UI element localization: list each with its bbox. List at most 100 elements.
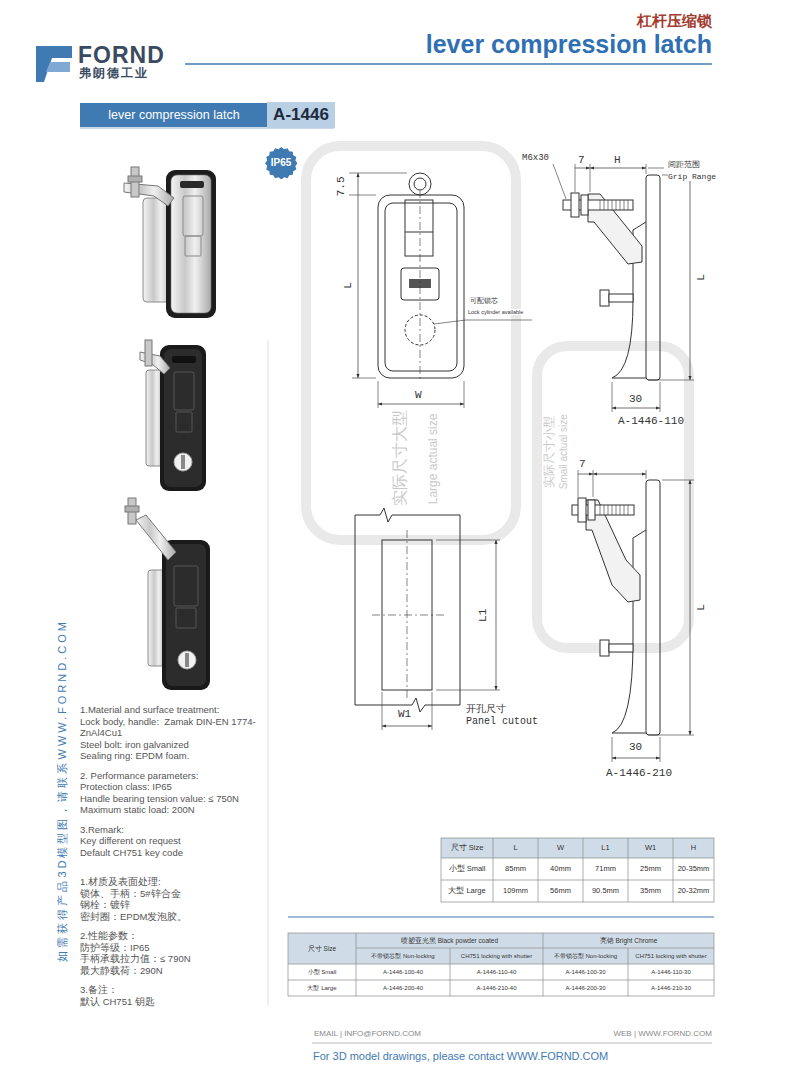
latch-photo-chrome: [171, 175, 211, 313]
order-table-grid: [288, 933, 714, 964]
spec-text: 密封圈：EPDM发泡胶。: [80, 911, 263, 923]
latch-photo-open: [136, 515, 176, 560]
latch-photo-open: [174, 566, 198, 606]
order-table-grid: [450, 948, 451, 996]
panel-cutout-drawing: [407, 530, 408, 698]
front-view-drawing: [349, 173, 532, 408]
footer-text: EMAIL | INFO@FORND.COM: [314, 1029, 421, 1038]
dimension-label: 7: [579, 458, 586, 471]
panel-cutout-drawing: [382, 692, 383, 730]
spec-text: 手柄承载拉力值：≤ 790N: [80, 953, 263, 965]
side-view-large: [646, 470, 647, 479]
latch-photo-open: [176, 608, 196, 628]
order-table-grid: [628, 948, 629, 996]
front-view-drawing: [352, 378, 376, 379]
table-cell: 90.5mm: [583, 880, 628, 902]
front-view-drawing: [420, 190, 421, 380]
spec-text: 默认 CH751 钥匙: [80, 996, 263, 1008]
table-cell: L: [493, 838, 538, 858]
table-cell: 喷塑亚光黑 Black powder coated: [356, 933, 543, 948]
order-table-grid: [288, 980, 714, 981]
size-table-grid: [538, 838, 539, 902]
table-cell: 56mm: [538, 880, 583, 902]
front-view-drawing: [414, 178, 426, 190]
dimension-label: 7: [578, 154, 585, 167]
title-chinese: 杠杆压缩锁: [637, 12, 712, 29]
order-table-grid: [288, 933, 714, 996]
order-table-grid: [288, 964, 714, 965]
brand-logo-icon: [36, 46, 72, 82]
latch-photo-black: [145, 340, 152, 366]
spec-text: Handle bearing tension value: ≤ 750N: [80, 793, 263, 805]
spec-text: 防护等级：IP65: [80, 942, 263, 954]
footer-text: WEB | WWW.FORND.COM: [613, 1029, 712, 1038]
watermark: 实际尺寸大型: [391, 410, 409, 506]
size-table-grid: [441, 838, 714, 902]
actual-size-frame: [306, 146, 516, 540]
model-number-box: A-1446: [267, 102, 335, 128]
side-view-large: [646, 480, 660, 735]
dimension-label: H: [614, 154, 621, 167]
panel-cutout-drawing: [372, 615, 446, 616]
table-cell: H: [673, 838, 714, 858]
spec-text: 3.Remark:: [80, 824, 263, 836]
spec-text: Lock body, handle: Zamak DIN-EN 1774-ZnA…: [80, 716, 263, 739]
side-view-large: [588, 500, 595, 520]
latch-photo-black: [164, 349, 202, 487]
latch-photo-open: [162, 540, 210, 690]
side-view-small: [575, 168, 590, 169]
table-cell: CH751 locking with shutter: [628, 948, 714, 964]
brand-logo-text: FORND: [78, 42, 165, 68]
spec-text: Key different on request: [80, 835, 263, 847]
side-view-large: [662, 480, 694, 481]
table-separator: [288, 917, 714, 918]
table-cell: A-1446-200-40: [356, 980, 450, 996]
view-caption: 开孔尺寸: [466, 703, 506, 715]
node-text: lever compression latch: [108, 108, 239, 122]
side-view-small: [581, 195, 588, 215]
dimension-label: L: [342, 282, 355, 289]
table-cell: 小型 Small: [441, 858, 493, 880]
spec-text: 1.Material and surface treatment:: [80, 704, 263, 716]
latch-photo-open: [125, 506, 139, 512]
badge-outline: [265, 147, 298, 180]
table-cell: W: [538, 838, 583, 858]
watermark: 实际尺寸小型: [543, 416, 557, 488]
table-cell: 尺寸 Size: [441, 838, 493, 858]
spec-block: 1.Material and surface treatment:Lock bo…: [80, 704, 263, 858]
latch-photo-chrome: [180, 181, 204, 188]
view-caption: Panel cutout: [466, 716, 538, 728]
side-view-small: [646, 164, 647, 174]
page-title: lever compression latch: [426, 30, 712, 59]
table-cell: 35mm: [628, 880, 673, 902]
ip-rating-badge: IP65: [265, 147, 298, 180]
spec-text: 2. Performance parameters:: [80, 770, 263, 782]
table-cell: A-1446-210-40: [450, 980, 543, 996]
side-view-small: [609, 294, 633, 302]
table-cell: 25mm: [628, 858, 673, 880]
side-view-small: [648, 168, 664, 169]
table-cell: 不带锁芯型 Non-locking: [543, 948, 628, 964]
table-cell: 大型 Large: [441, 880, 493, 902]
side-view-small: [612, 408, 660, 409]
side-view-large: [609, 644, 633, 652]
front-view-drawing: [378, 404, 464, 405]
side-view-large: [600, 640, 609, 656]
latch-photo-open: [125, 498, 210, 690]
latch-photo-black: [172, 356, 196, 363]
order-table-grid: [356, 933, 357, 996]
panel-cutout-drawing: [355, 508, 500, 730]
table-cell: 大型 Large: [288, 980, 356, 996]
panel-cutout-drawing: [355, 508, 460, 712]
table-cell: CH751 locking with shutter: [450, 948, 543, 964]
dimension-label: M6x30: [522, 153, 549, 163]
table-cell: A-1446-100-30: [543, 964, 628, 980]
size-table-grid: [583, 838, 584, 902]
side-view-small: [571, 193, 579, 217]
actual-size-frame: [537, 346, 689, 648]
dimension-label: L: [695, 604, 708, 611]
latch-photo-black: [181, 455, 185, 469]
callout-note: 可配锁芯: [470, 297, 498, 305]
node-text: IP65: [271, 157, 292, 169]
